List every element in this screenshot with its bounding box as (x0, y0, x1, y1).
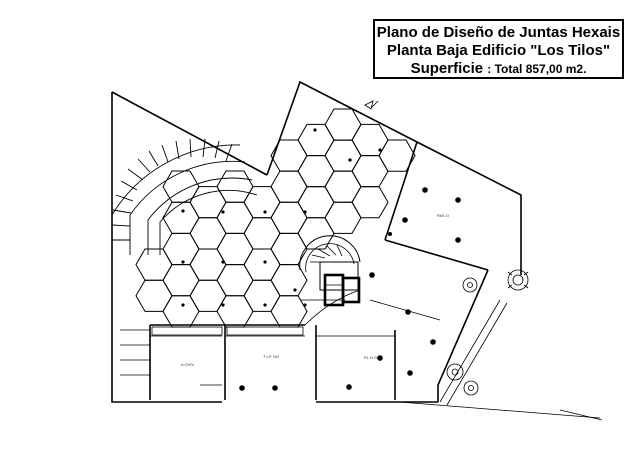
exterior-landscaping (364, 100, 603, 421)
title-block: Plano de Diseño de Juntas Hexais Planta … (373, 19, 624, 79)
plan-title: Plano de Diseño de Juntas Hexais (376, 24, 621, 41)
column-markers (181, 128, 461, 391)
room-label: A CHIV (181, 362, 195, 367)
room-partitions (120, 289, 441, 386)
central-stair-core (299, 235, 361, 307)
building-outline (111, 80, 522, 403)
surface-label: Superficie (410, 60, 484, 77)
surface-value: : Total 857,00 m2. (487, 62, 587, 76)
room-label: PAS O (437, 213, 449, 218)
building-subtitle: Planta Baja Edificio "Los Tilos" (386, 42, 611, 59)
surface-line: Superficie : Total 857,00 m2. (375, 60, 622, 78)
curved-staircase (111, 138, 258, 255)
hexagon-joint-pattern (135, 108, 416, 328)
room-label: PL N O (364, 355, 377, 360)
room-label: T LP. NO (263, 354, 280, 359)
